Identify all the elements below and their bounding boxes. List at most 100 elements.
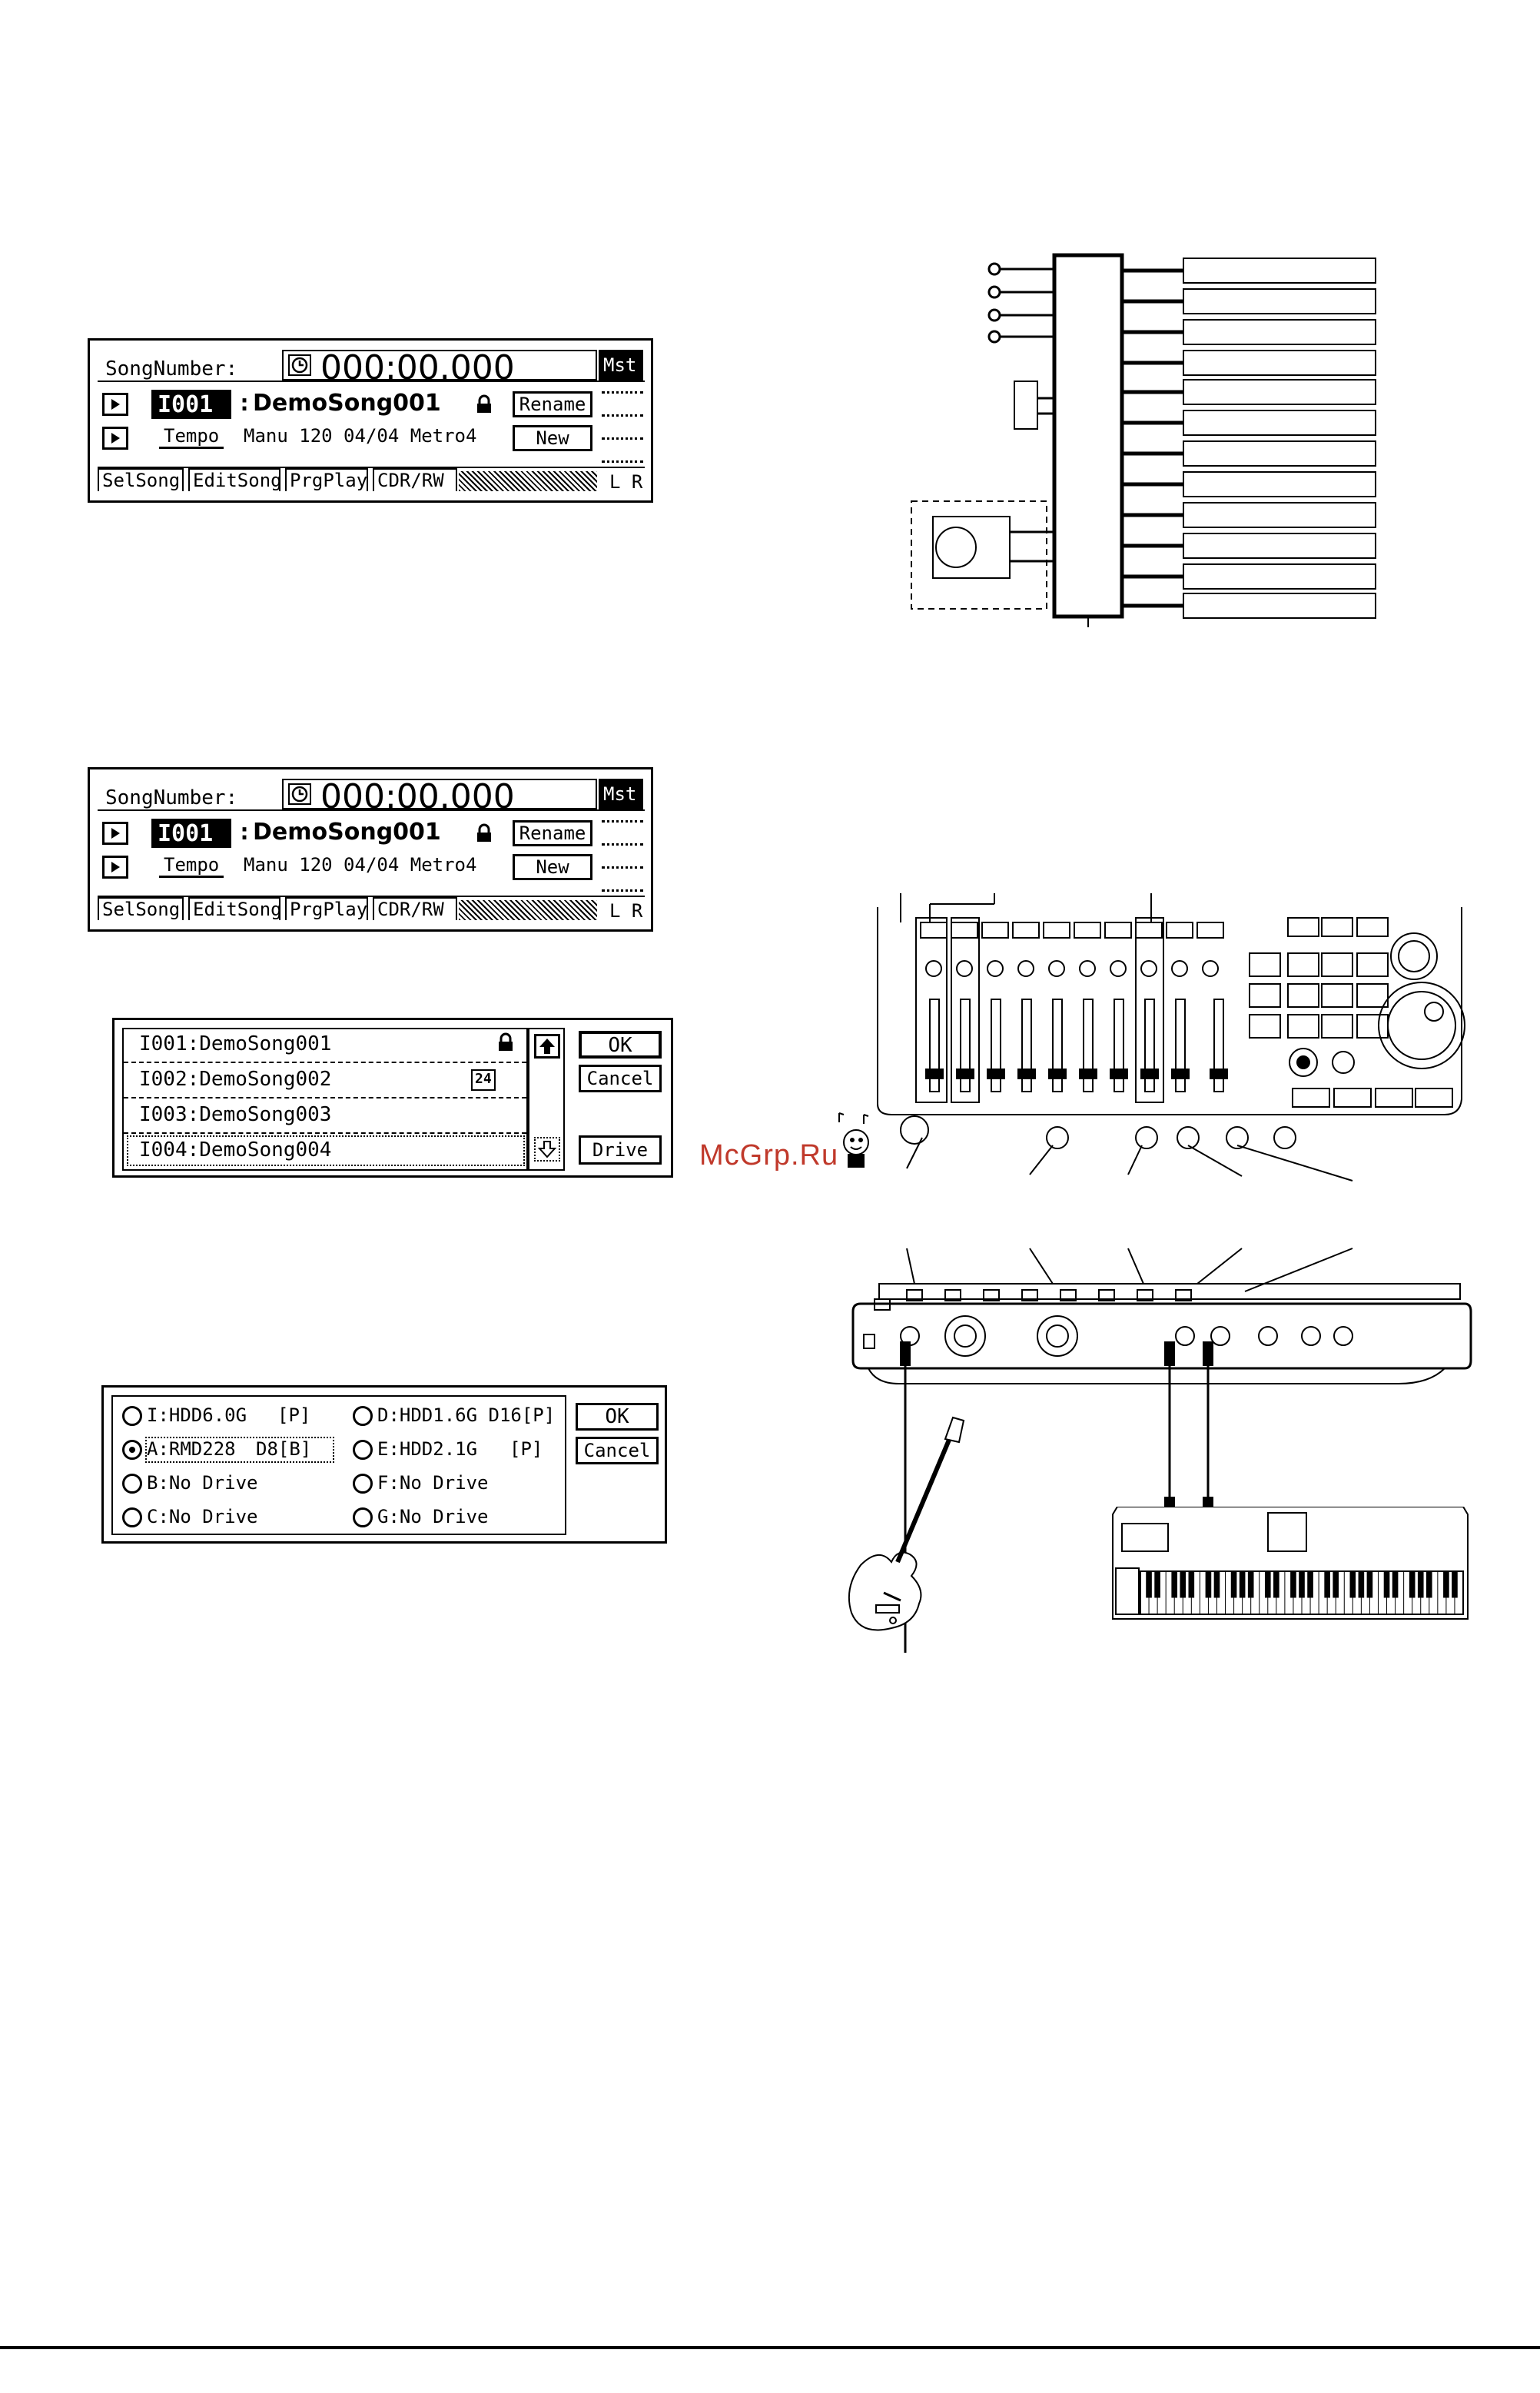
song-select-screen-2: SongNumber: 000:00.000 Mst I001 : DemoSo…: [88, 767, 653, 932]
clock-icon: [288, 783, 311, 805]
list-item[interactable]: I002:DemoSong002: [139, 1068, 332, 1091]
drive-list: [111, 1395, 566, 1535]
connection-block-diagram: [911, 253, 1376, 627]
black-key: [1188, 1570, 1195, 1598]
drive-radio-c[interactable]: [122, 1507, 142, 1527]
meter-line: [602, 391, 643, 394]
drive-label: C:No Drive: [147, 1506, 258, 1527]
lock-icon: [497, 1032, 514, 1055]
tab-cdrrw[interactable]: CDR/RW: [373, 897, 457, 920]
tab-selsong[interactable]: SelSong: [98, 468, 184, 491]
tab-editsong[interactable]: EditSong: [188, 468, 282, 491]
black-key: [1154, 1570, 1160, 1598]
black-key: [1299, 1570, 1305, 1598]
meter-line: [602, 843, 643, 846]
ok-button[interactable]: OK: [579, 1031, 662, 1059]
play-icon[interactable]: [102, 856, 128, 879]
tab-cdrrw[interactable]: CDR/RW: [373, 468, 457, 491]
watermark: McGrp.Ru: [699, 1139, 839, 1172]
keyboard-keys: [1140, 1570, 1464, 1614]
tab-prgplay[interactable]: PrgPlay: [285, 897, 368, 920]
black-key: [1171, 1570, 1178, 1598]
black-key: [1417, 1570, 1424, 1598]
black-key: [1443, 1570, 1449, 1598]
play-icon[interactable]: [102, 393, 128, 416]
drive-radio-i[interactable]: [122, 1406, 142, 1426]
master-badge[interactable]: Mst: [599, 779, 643, 809]
black-key: [1366, 1570, 1373, 1598]
list-item[interactable]: I003:DemoSong003: [139, 1103, 332, 1126]
rename-button[interactable]: Rename: [513, 820, 592, 846]
black-key: [1324, 1570, 1330, 1598]
new-button[interactable]: New: [513, 854, 592, 880]
drive-radio-f[interactable]: [353, 1474, 373, 1494]
selected-item-frame: [127, 1135, 525, 1166]
black-key: [1213, 1570, 1220, 1598]
drive-label: D:HDD1.6G D16[P]: [377, 1404, 556, 1426]
black-key: [1333, 1570, 1339, 1598]
scrollbar[interactable]: [528, 1028, 565, 1171]
tab-editsong[interactable]: EditSong: [188, 897, 282, 920]
black-key: [1349, 1570, 1356, 1598]
drive-radio-g[interactable]: [353, 1507, 373, 1527]
scroll-up-icon[interactable]: [534, 1034, 560, 1059]
meter-line: [602, 889, 643, 892]
lock-icon: [476, 394, 493, 417]
selected-drive-frame: [145, 1437, 334, 1463]
drive-button[interactable]: Drive: [579, 1135, 662, 1165]
tab-bar: SelSong EditSong PrgPlay CDR/RW L R: [98, 467, 645, 494]
song-name: DemoSong001: [253, 390, 441, 417]
tempo-label[interactable]: Tempo: [159, 425, 224, 449]
drive-radio-b[interactable]: [122, 1474, 142, 1494]
lr-indicator: L R: [609, 900, 643, 922]
song-separator: :: [237, 819, 252, 846]
black-key: [1383, 1570, 1390, 1598]
black-key: [1230, 1570, 1237, 1598]
ok-button[interactable]: OK: [576, 1403, 659, 1431]
song-separator: :: [237, 390, 252, 417]
play-icon[interactable]: [102, 427, 128, 450]
keyboard-icon: [1112, 1507, 1469, 1620]
list-item[interactable]: I004:DemoSong004: [139, 1138, 332, 1162]
black-key: [1392, 1570, 1399, 1598]
black-key: [1205, 1570, 1212, 1598]
cancel-button[interactable]: Cancel: [579, 1065, 662, 1092]
black-key: [1409, 1570, 1416, 1598]
song-number-label: SongNumber:: [105, 357, 238, 381]
mixer-icon: [838, 893, 1472, 1653]
song-name: DemoSong001: [253, 819, 441, 846]
drive-radio-d[interactable]: [353, 1406, 373, 1426]
master-badge[interactable]: Mst: [599, 350, 643, 381]
tab-bar: SelSong EditSong PrgPlay CDR/RW L R: [98, 896, 645, 923]
song-select-screen-1: SongNumber: 000:00.000 Mst I001 : DemoSo…: [88, 338, 653, 503]
drive-flag: [P]: [509, 1438, 543, 1460]
black-key: [1146, 1570, 1152, 1598]
song-number-label: SongNumber:: [105, 786, 238, 809]
lr-indicator: L R: [609, 471, 643, 493]
drive-radio-e[interactable]: [353, 1440, 373, 1460]
time-box: [282, 779, 597, 809]
cancel-button[interactable]: Cancel: [576, 1437, 659, 1464]
meter-line: [602, 460, 643, 463]
black-key: [1290, 1570, 1296, 1598]
drive-label: B:No Drive: [147, 1472, 258, 1494]
tab-selsong[interactable]: SelSong: [98, 897, 184, 920]
song-list-dialog: I001:DemoSong001 I002:DemoSong002 24 I00…: [112, 1018, 673, 1178]
track-count-badge: 24: [471, 1069, 496, 1091]
rename-button[interactable]: Rename: [513, 391, 592, 417]
meter-line: [602, 820, 643, 823]
list-item[interactable]: I001:DemoSong001: [139, 1032, 332, 1055]
song-id[interactable]: I001: [151, 390, 231, 419]
song-number-row: [98, 779, 645, 811]
tab-prgplay[interactable]: PrgPlay: [285, 468, 368, 491]
play-icon[interactable]: [102, 822, 128, 845]
black-key: [1247, 1570, 1254, 1598]
song-id[interactable]: I001: [151, 819, 231, 848]
tempo-label[interactable]: Tempo: [159, 854, 224, 878]
drive-radio-a[interactable]: [122, 1440, 142, 1460]
scroll-down-icon[interactable]: [534, 1137, 560, 1162]
guitar-icon: [848, 1416, 965, 1631]
tempo-info: Manu 120 04/04 Metro4: [244, 425, 477, 447]
new-button[interactable]: New: [513, 425, 592, 451]
drive-select-dialog: I:HDD6.0G [P] A:RMD228 D8[B] B:No Drive …: [101, 1385, 667, 1544]
